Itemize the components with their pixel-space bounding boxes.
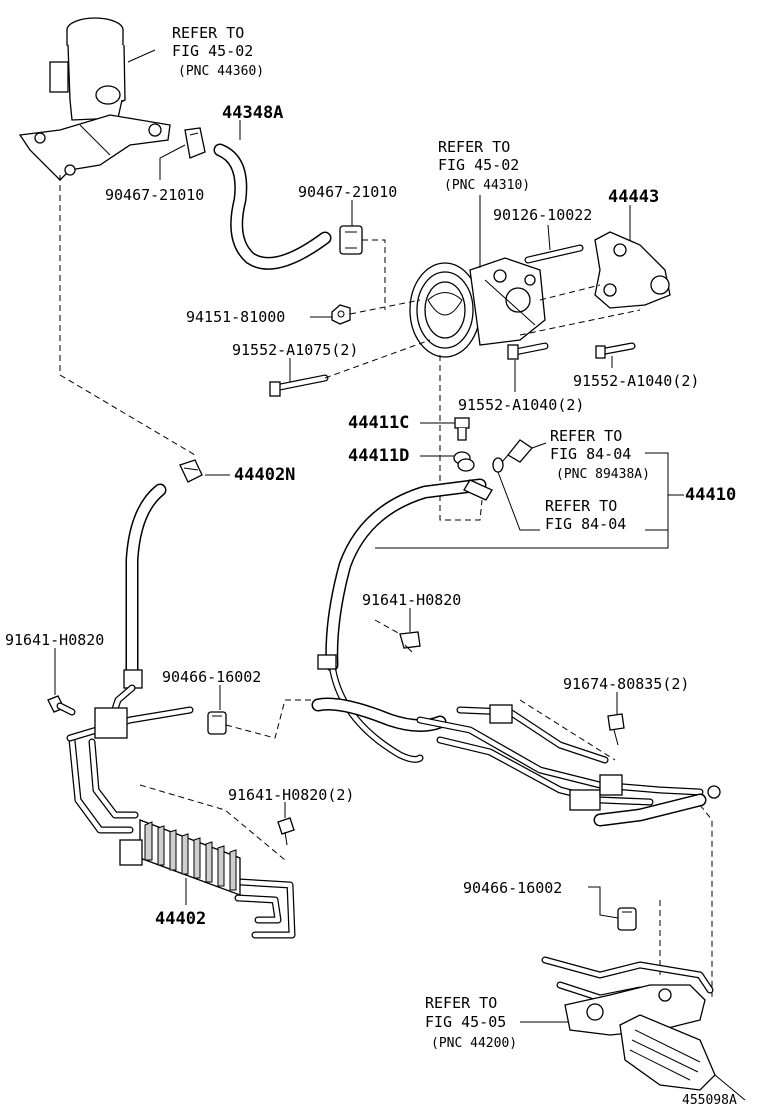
bolt-91641-cooler-label: 91641-H0820(2) bbox=[228, 786, 354, 804]
power-steering-pump bbox=[409, 257, 546, 358]
union-44411c-label: 44411C bbox=[348, 413, 409, 433]
reservoir-refer-label: REFER TO bbox=[172, 24, 244, 42]
cooler-44402-label: 44402 bbox=[155, 909, 206, 929]
clamp-90466-right bbox=[617, 907, 637, 931]
pressure-hose-44410-label: 44410 bbox=[685, 485, 736, 505]
oil-cooler-44402 bbox=[119, 819, 241, 896]
oring-refer-label: REFER TO bbox=[545, 497, 617, 515]
return-hose-44348a bbox=[213, 143, 332, 270]
gasket-44411d bbox=[453, 451, 475, 472]
union-bolt-44411c bbox=[454, 417, 470, 441]
gear-refer-label: REFER TO bbox=[425, 994, 497, 1012]
reservoir-illustration bbox=[18, 17, 171, 181]
hose-44348a-label: 44348A bbox=[222, 103, 283, 123]
bolt-91552-a1040-right-label: 91552-A1040(2) bbox=[573, 372, 699, 390]
bolt-91674-label: 91674-80835(2) bbox=[563, 675, 689, 693]
reservoir-pnc-label: (PNC 44360) bbox=[178, 64, 264, 79]
bolt-91641-left bbox=[47, 695, 76, 716]
gasket-44411d-label: 44411D bbox=[348, 446, 409, 466]
clamp-upper-mid-label: 90467-21010 bbox=[298, 183, 397, 201]
clamp-upper-left bbox=[184, 127, 206, 159]
gear-pressure-return-pipes bbox=[416, 704, 721, 827]
stud-90126 bbox=[524, 244, 584, 264]
clamp-upper-left-label: 90467-21010 bbox=[105, 186, 204, 204]
clamp-90466-mid-label: 90466-16002 bbox=[162, 668, 261, 686]
bolt-91674 bbox=[607, 713, 625, 746]
clamp-90466-right-label: 90466-16002 bbox=[463, 879, 562, 897]
clamp-44402n-label: 44402N bbox=[234, 465, 295, 485]
bolt-91552-a1040-mid bbox=[507, 342, 549, 360]
clamp-90466-mid bbox=[207, 711, 227, 735]
cooler-return-hose bbox=[108, 483, 167, 722]
gear-pnc-label: (PNC 44200) bbox=[431, 1036, 517, 1051]
bolt-91641-mid-label: 91641-H0820 bbox=[362, 591, 461, 609]
bracket-44443-label: 44443 bbox=[608, 187, 659, 207]
pump-bracket-44443 bbox=[594, 231, 671, 309]
nut-94151-label: 94151-81000 bbox=[186, 308, 285, 326]
stud-90126-label: 90126-10022 bbox=[493, 206, 592, 224]
pump-fig-label: FIG 45-02 bbox=[438, 156, 519, 174]
steering-gear-assembly bbox=[541, 956, 746, 1101]
pump-refer-label: REFER TO bbox=[438, 138, 510, 156]
o-ring bbox=[492, 457, 504, 473]
bolt-91552-a1040-mid-label: 91552-A1040(2) bbox=[458, 396, 584, 414]
sensor-refer-label: REFER TO bbox=[550, 427, 622, 445]
nut-94151 bbox=[331, 304, 351, 325]
bolt-91552-a1075-label: 91552-A1075(2) bbox=[232, 341, 358, 359]
pressure-hose-44410 bbox=[317, 478, 493, 763]
sensor-pnc-label: (PNC 89438A) bbox=[556, 467, 650, 482]
gear-fig-label: FIG 45-05 bbox=[425, 1013, 506, 1031]
reservoir-fig-label: FIG 45-02 bbox=[172, 42, 253, 60]
bolt-91641-left-label: 91641-H0820 bbox=[5, 631, 104, 649]
bolt-91641-mid bbox=[399, 631, 421, 653]
pump-pnc-label: (PNC 44310) bbox=[444, 178, 530, 193]
oring-fig-label: FIG 84-04 bbox=[545, 515, 626, 533]
bolt-91552-a1075 bbox=[269, 374, 329, 397]
diagram-id-label: 455098A bbox=[682, 1093, 737, 1108]
bolt-91552-a1040-right bbox=[595, 342, 636, 359]
cooler-inlet-hose bbox=[311, 697, 447, 732]
pressure-switch bbox=[501, 439, 533, 463]
clamp-upper-mid bbox=[339, 225, 363, 255]
sensor-fig-label: FIG 84-04 bbox=[550, 445, 631, 463]
cooler-pipes bbox=[66, 706, 296, 939]
clamp-44402n bbox=[179, 459, 203, 483]
bolt-91641-cooler bbox=[277, 817, 295, 846]
